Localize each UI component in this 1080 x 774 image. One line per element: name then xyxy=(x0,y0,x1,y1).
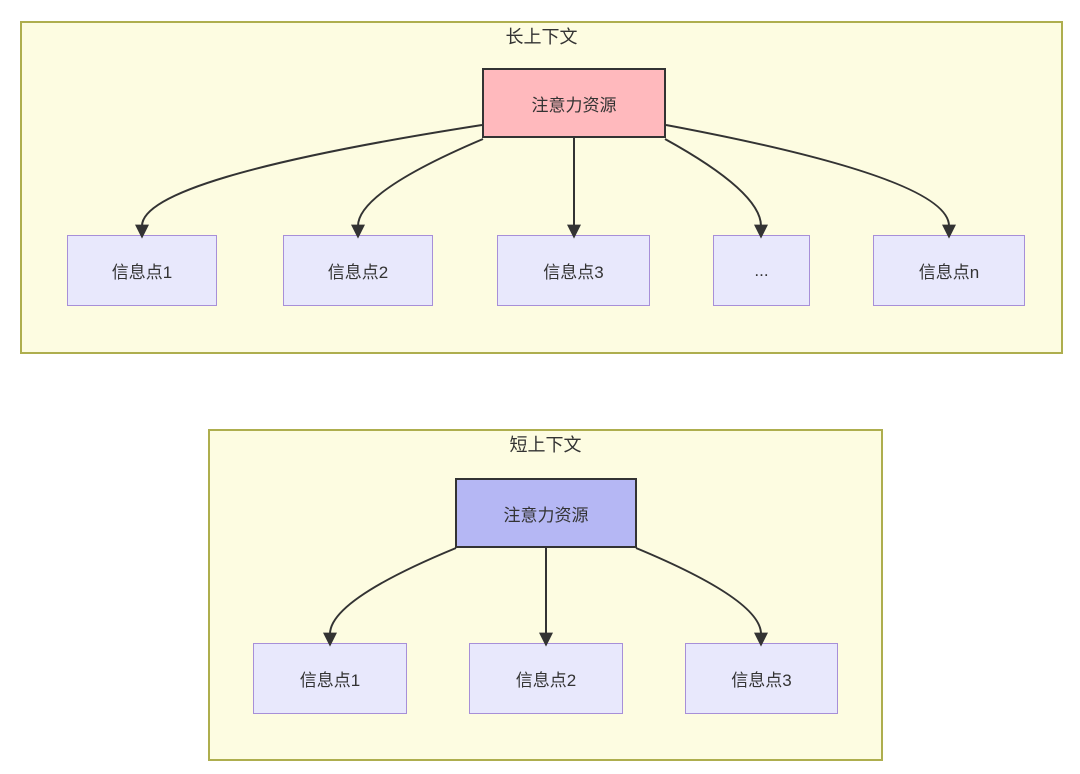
long-node-ellipsis-label: ... xyxy=(754,260,769,280)
short-node-2: 信息点2 xyxy=(469,643,623,714)
long-node-3: 信息点3 xyxy=(497,235,650,306)
long-context-title: 长上下文 xyxy=(505,27,578,47)
long-attention-box: 注意力资源 xyxy=(482,68,666,138)
long-node-2-label: 信息点2 xyxy=(327,263,389,282)
short-node-1-label: 信息点1 xyxy=(299,671,361,690)
short-node-1: 信息点1 xyxy=(253,643,407,714)
long-node-3-label: 信息点3 xyxy=(543,263,604,282)
long-node-n-label: 信息点n xyxy=(918,263,980,282)
long-node-ellipsis: ... xyxy=(713,235,810,306)
short-node-3-label: 信息点3 xyxy=(731,671,792,690)
long-node-2: 信息点2 xyxy=(283,235,433,306)
short-context-title: 短上下文 xyxy=(509,435,582,455)
long-node-1-label: 信息点1 xyxy=(111,263,173,282)
short-attention-label: 注意力资源 xyxy=(503,505,589,525)
long-node-n: 信息点n xyxy=(873,235,1025,306)
long-node-1: 信息点1 xyxy=(67,235,217,306)
short-node-3: 信息点3 xyxy=(685,643,838,714)
long-attention-label: 注意力资源 xyxy=(531,95,617,115)
short-node-2-label: 信息点2 xyxy=(515,671,577,690)
short-attention-box: 注意力资源 xyxy=(455,478,637,548)
